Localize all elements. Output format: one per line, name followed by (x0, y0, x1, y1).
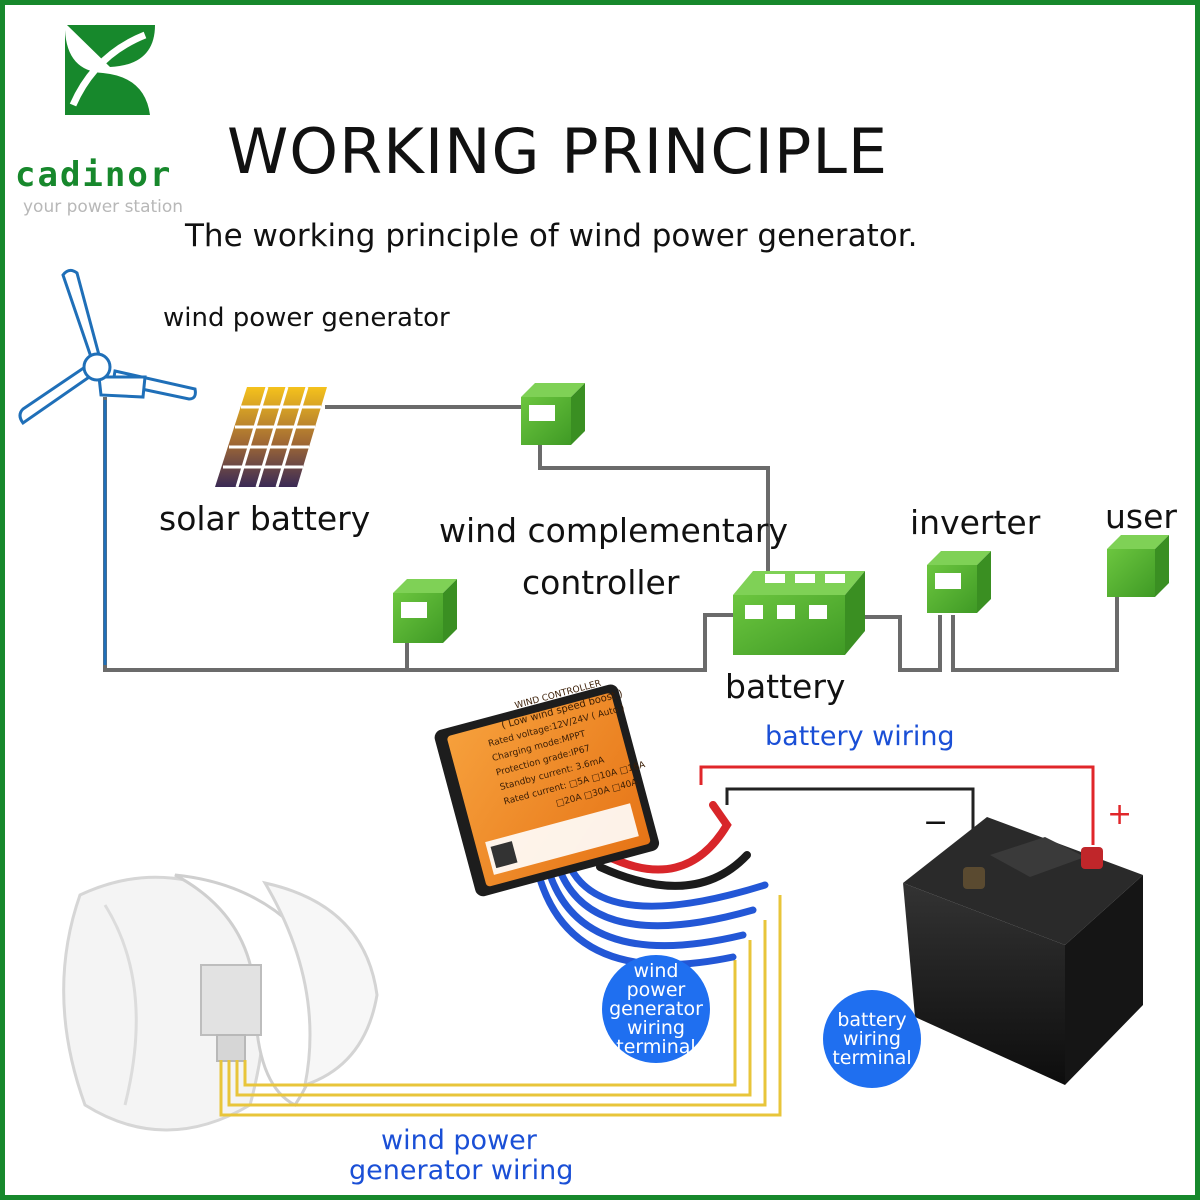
wind-controller-device (434, 684, 660, 897)
solar-panel-icon (215, 386, 327, 488)
label-controller-line1: wind complementary (439, 511, 789, 550)
diagram-graphics (18, 25, 1169, 1132)
label-user: user (1105, 497, 1177, 536)
logo-tagline: your power station (23, 197, 184, 217)
label-solar-battery: solar battery (159, 499, 371, 538)
logo-leaf-icon (65, 25, 155, 115)
vertical-wind-turbine-icon (62, 873, 379, 1132)
label-inverter: inverter (910, 503, 1041, 542)
label-plus: + (1107, 797, 1133, 832)
label-battery-wiring: battery wiring (765, 721, 955, 752)
user-load-box (1107, 535, 1169, 597)
logo-brand: cadinor (15, 155, 173, 195)
label-minus: − (923, 805, 949, 840)
controller-cables (536, 801, 769, 968)
solar-controller-box (521, 383, 585, 445)
label-battery: battery (725, 667, 846, 706)
generator-wires (219, 895, 782, 1117)
wind-turbine-icon (18, 268, 197, 665)
battery-positive-line (699, 765, 1095, 845)
label-generator-wiring-line1: wind power (381, 1125, 537, 1156)
label-controller-line2: controller (522, 563, 680, 602)
badge-generator-wiring-terminal: wind power generator wiring terminal (602, 955, 710, 1063)
badge-battery-wiring-terminal: battery wiring terminal (823, 990, 921, 1088)
car-battery-icon (903, 817, 1143, 1085)
wind-controller-box (393, 579, 457, 643)
page-subtitle: The working principle of wind power gene… (185, 218, 918, 254)
battery-bank-box (733, 571, 865, 655)
inverter-box (927, 551, 991, 613)
page-title: WORKING PRINCIPLE (227, 115, 889, 188)
label-wind-power-generator: wind power generator (163, 303, 450, 333)
label-generator-wiring-line2: generator wiring (349, 1155, 574, 1186)
